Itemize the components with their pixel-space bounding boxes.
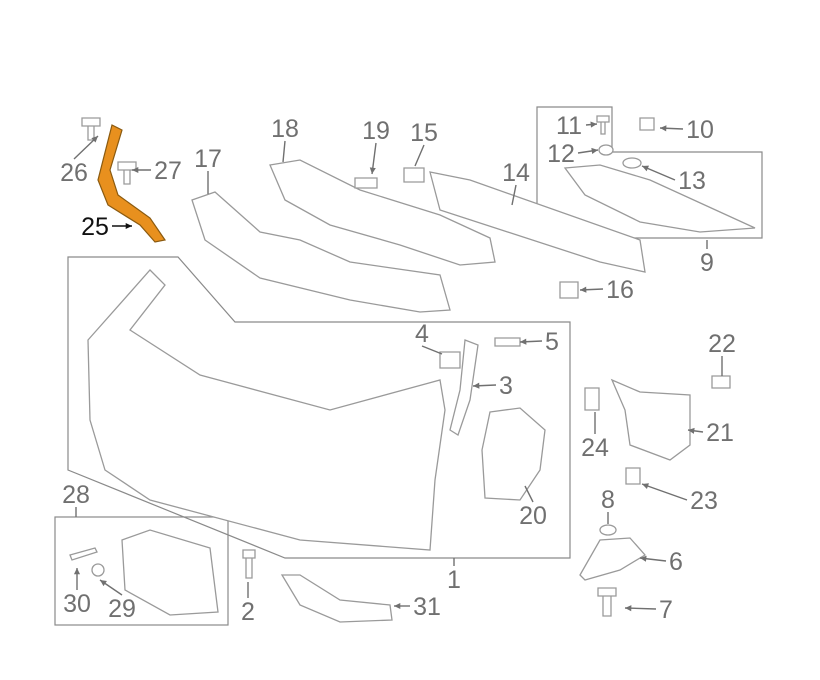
callout-label-13: 13	[678, 167, 706, 195]
callout-label-28: 28	[62, 481, 90, 509]
arrowhead-icon	[660, 125, 667, 132]
callout-label-3: 3	[499, 372, 513, 400]
callout-label-8: 8	[601, 486, 615, 514]
part-17-absorber	[191, 191, 451, 313]
arrowhead-icon	[473, 382, 480, 389]
callout-label-7: 7	[659, 596, 673, 624]
part-23-clip	[625, 467, 641, 485]
part-19-screw	[354, 177, 378, 189]
arrowhead-icon	[590, 121, 597, 128]
arrowhead-icon	[640, 555, 647, 562]
callout-label-24: 24	[581, 434, 609, 462]
callout-label-1: 1	[447, 566, 461, 594]
part-10-bolt	[639, 117, 655, 131]
callout-label-14: 14	[502, 159, 530, 187]
leader-line-15	[414, 144, 425, 167]
part-18-reinforcement	[269, 159, 496, 266]
callout-label-17: 17	[194, 145, 222, 173]
arrowhead-icon	[132, 166, 139, 174]
part-20-grille	[481, 407, 546, 501]
callout-label-6: 6	[669, 548, 683, 576]
part-16-nut	[559, 281, 579, 299]
leader-line-18	[282, 140, 286, 163]
callout-label-9: 9	[700, 249, 714, 277]
callout-label-29: 29	[108, 595, 136, 623]
callout-label-26: 26	[60, 159, 88, 187]
callout-label-22: 22	[708, 330, 736, 358]
part-4-clip	[439, 351, 461, 369]
part-29-license-bracket	[121, 529, 219, 616]
part-31-molding	[280, 574, 393, 623]
group-box-28	[54, 516, 229, 626]
part-15-nut	[403, 167, 425, 183]
arrowhead-icon	[520, 338, 527, 345]
part-24-clip	[584, 387, 600, 411]
part-11-screw	[596, 115, 610, 135]
part-1-bumper-fascia	[87, 269, 446, 551]
arrowhead-icon	[73, 568, 81, 575]
callout-label-18: 18	[271, 115, 299, 143]
part-14-beam	[429, 171, 646, 273]
callout-label-5: 5	[545, 328, 559, 356]
part-27-bolt	[117, 161, 137, 185]
arrowhead-icon	[688, 427, 695, 434]
arrowhead-icon	[642, 483, 649, 489]
leader-line-23	[641, 483, 688, 501]
part-21-deflector	[610, 378, 691, 461]
callout-label-16: 16	[606, 276, 634, 304]
part-6-bracket	[579, 537, 647, 581]
part-5-clip	[494, 337, 521, 347]
callout-label-12: 12	[547, 140, 575, 168]
part-29-rivet	[91, 563, 105, 577]
arrowhead-icon	[580, 286, 587, 293]
arrowhead-icon	[625, 605, 632, 612]
part-13-plug	[622, 157, 642, 169]
leader-line-20	[524, 485, 534, 503]
callout-label-11: 11	[556, 112, 582, 140]
part-7-bolt	[597, 587, 617, 617]
callout-label-25: 25	[81, 213, 109, 241]
arrowhead-icon	[100, 580, 107, 587]
callout-label-19: 19	[362, 117, 390, 145]
leader-line-4	[421, 345, 443, 355]
part-25-highlighted	[97, 124, 167, 243]
callout-label-21: 21	[706, 419, 734, 447]
callout-label-20: 20	[519, 502, 547, 530]
leader-line-14	[511, 184, 517, 206]
part-12-plug	[598, 144, 614, 156]
part-30-rivet	[69, 547, 98, 561]
arrowhead-icon	[125, 222, 132, 230]
callout-label-4: 4	[415, 320, 429, 348]
arrowhead-icon	[91, 136, 98, 143]
arrowhead-icon	[591, 147, 598, 154]
part-9-panel	[563, 164, 756, 233]
arrowhead-icon	[369, 167, 376, 174]
callout-label-23: 23	[690, 487, 718, 515]
arrowhead-icon	[394, 602, 401, 610]
part-8-plug	[599, 524, 617, 536]
callout-label-2: 2	[241, 598, 255, 626]
group-box-1	[67, 256, 571, 559]
callout-label-15: 15	[410, 119, 438, 147]
part-22-bolt	[711, 375, 731, 389]
part-3-bracket	[449, 339, 479, 436]
part-2-screw	[242, 549, 256, 579]
callout-label-27: 27	[154, 157, 182, 185]
callout-label-31: 31	[413, 593, 441, 621]
callout-label-30: 30	[63, 590, 91, 618]
arrowhead-icon	[642, 165, 649, 172]
callout-label-10: 10	[686, 116, 714, 144]
